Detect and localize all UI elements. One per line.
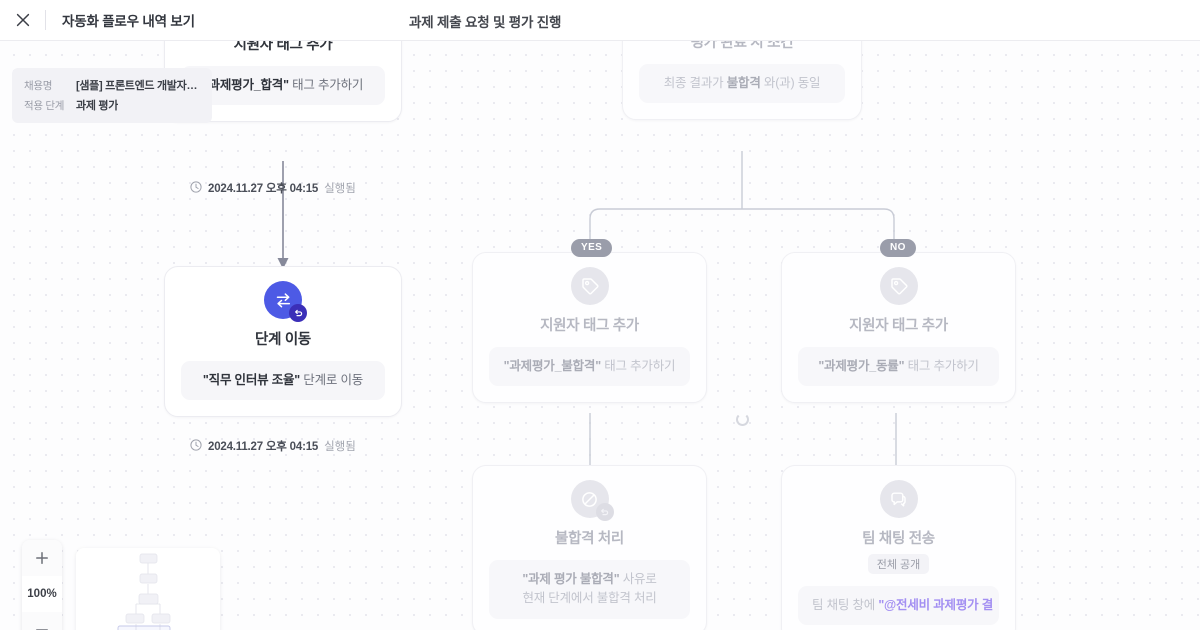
zoom-out-button[interactable] xyxy=(22,612,62,630)
close-icon xyxy=(15,12,31,28)
node-body: "직무 인터뷰 조율" 단계로 이동 xyxy=(181,361,385,401)
minimap[interactable] xyxy=(76,548,220,630)
top-header: 자동화 플로우 내역 보기 과제 제출 요청 및 평가 진행 xyxy=(0,0,1200,41)
node-send-team-chat[interactable]: 팀 채팅 전송 전체 공개 팀 채팅 창에 "@전세비 과제평가 결 xyxy=(781,465,1016,630)
clock-icon xyxy=(190,180,202,196)
header-divider xyxy=(45,10,46,30)
tag-icon xyxy=(879,267,918,305)
plus-icon xyxy=(36,552,48,564)
flow-name-title: 과제 제출 요청 및 평가 진행 xyxy=(409,14,562,30)
minimap-graph xyxy=(117,553,171,630)
swap-arrows-icon xyxy=(264,281,307,322)
info-value: [샘플] 프론트엔드 개발자 채... xyxy=(76,80,200,92)
page-title: 자동화 플로우 내역 보기 xyxy=(62,14,195,29)
node-body-text: 태그 추가하기 xyxy=(288,78,364,92)
node-body: 최종 결과가 불합격 와(과) 동일 xyxy=(639,64,845,104)
node-title: 지원자 태그 추가 xyxy=(540,318,639,334)
node-title: 팀 채팅 전송 xyxy=(862,531,935,547)
node-title: 지원자 태그 추가 xyxy=(233,41,333,53)
node-body: "과제평가_합격" 태그 추가하기 xyxy=(181,66,385,106)
info-label: 채용명 xyxy=(24,80,53,92)
node-body: "과제평가_동률" 태그 추가하기 xyxy=(798,347,999,387)
info-value: 과제 평가 xyxy=(76,100,119,112)
loading-spinner-icon xyxy=(736,413,749,426)
branch-pill-yes: YES xyxy=(571,239,613,257)
node-body: "과제 평가 불합격" 사유로 현재 단계에서 불합격 처리 xyxy=(489,560,690,619)
node-timestamp-tag-pass: 2024.11.27 오후 04:15 실행됨 xyxy=(190,180,356,196)
close-button[interactable] xyxy=(3,0,43,40)
node-body-highlight: "과제평가_불합격" xyxy=(503,359,602,373)
node-body-highlight: 불합격 xyxy=(726,76,761,90)
zoom-level-label: 100% xyxy=(22,576,62,612)
node-body-mention: "@전세비 과제평가 결 xyxy=(878,598,993,612)
node-body-highlight: "과제 평가 불합격" xyxy=(522,572,620,586)
tag-icon xyxy=(570,267,609,305)
node-body: "과제평가_불합격" 태그 추가하기 xyxy=(489,347,690,387)
node-body-text-pre: 최종 결과가 xyxy=(663,76,727,90)
node-body-text: 팀 채팅 창에 xyxy=(812,598,879,612)
info-row: 적용 단계 과제 평가 xyxy=(24,97,200,113)
node-body: 팀 채팅 창에 "@전세비 과제평가 결 xyxy=(798,586,999,626)
node-tag-add-fail[interactable]: 지원자 태그 추가 "과제평가_불합격" 태그 추가하기 xyxy=(472,252,707,404)
node-body-text: 사유로 xyxy=(619,572,657,586)
node-body-text: 태그 추가하기 xyxy=(600,359,676,373)
node-title: 지원자 태그 추가 xyxy=(849,318,948,334)
node-reject-applicant[interactable]: 불합격 처리 "과제 평가 불합격" 사유로 현재 단계에서 불합격 처리 xyxy=(472,465,707,630)
node-body-highlight: "과제평가_합격" xyxy=(202,78,289,92)
zoom-in-button[interactable] xyxy=(22,540,62,576)
timestamp-text: 2024.11.27 오후 04:15 xyxy=(208,183,319,195)
info-label: 적용 단계 xyxy=(24,100,65,112)
node-body-text-post: 와(과) 동일 xyxy=(760,76,821,90)
node-tag-add-tie[interactable]: 지원자 태그 추가 "과제평가_동률" 태그 추가하기 xyxy=(781,252,1016,404)
status-text: 실행됨 xyxy=(324,441,356,453)
branch-pill-no: NO xyxy=(880,239,916,257)
timestamp-text: 2024.11.27 오후 04:15 xyxy=(208,441,319,453)
return-arrow-icon xyxy=(595,503,614,521)
node-body-text: 단계로 이동 xyxy=(300,373,364,387)
recruitment-info-card: 채용명 [샘플] 프론트엔드 개발자 채... 적용 단계 과제 평가 xyxy=(12,68,212,123)
status-text: 실행됨 xyxy=(324,183,356,195)
node-body-text: 태그 추가하기 xyxy=(904,359,979,373)
flow-graph: 지원자 태그 추가 "과제평가_합격" 태그 추가하기 2024.11.27 오… xyxy=(0,41,1200,630)
node-title: 단계 이동 xyxy=(255,332,311,348)
block-icon xyxy=(570,480,614,521)
flow-canvas[interactable]: 지원자 태그 추가 "과제평가_합격" 태그 추가하기 2024.11.27 오… xyxy=(0,41,1200,630)
node-title: 평가 완료 시 조건 xyxy=(690,41,794,51)
node-visibility-badge: 전체 공개 xyxy=(867,554,930,574)
minus-icon xyxy=(36,629,48,630)
node-body-highlight: "과제평가_동률" xyxy=(818,359,905,373)
zoom-controls[interactable]: 100% xyxy=(22,540,62,630)
node-move-stage[interactable]: 단계 이동 "직무 인터뷰 조율" 단계로 이동 xyxy=(164,266,402,418)
node-timestamp-move-stage: 2024.11.27 오후 04:15 실행됨 xyxy=(190,438,356,454)
clock-icon xyxy=(190,438,202,454)
node-body-highlight: "직무 인터뷰 조율" xyxy=(202,373,301,387)
node-body-text-line2: 현재 단계에서 불합격 처리 xyxy=(522,591,657,606)
return-arrow-icon xyxy=(289,304,307,322)
chat-bubble-icon xyxy=(879,480,918,518)
node-title: 불합격 처리 xyxy=(555,531,624,547)
node-condition-evaluation[interactable]: 평가 완료 시 조건 최종 결과가 불합격 와(과) 동일 xyxy=(622,41,862,121)
info-row: 채용명 [샘플] 프론트엔드 개발자 채... xyxy=(24,77,200,93)
